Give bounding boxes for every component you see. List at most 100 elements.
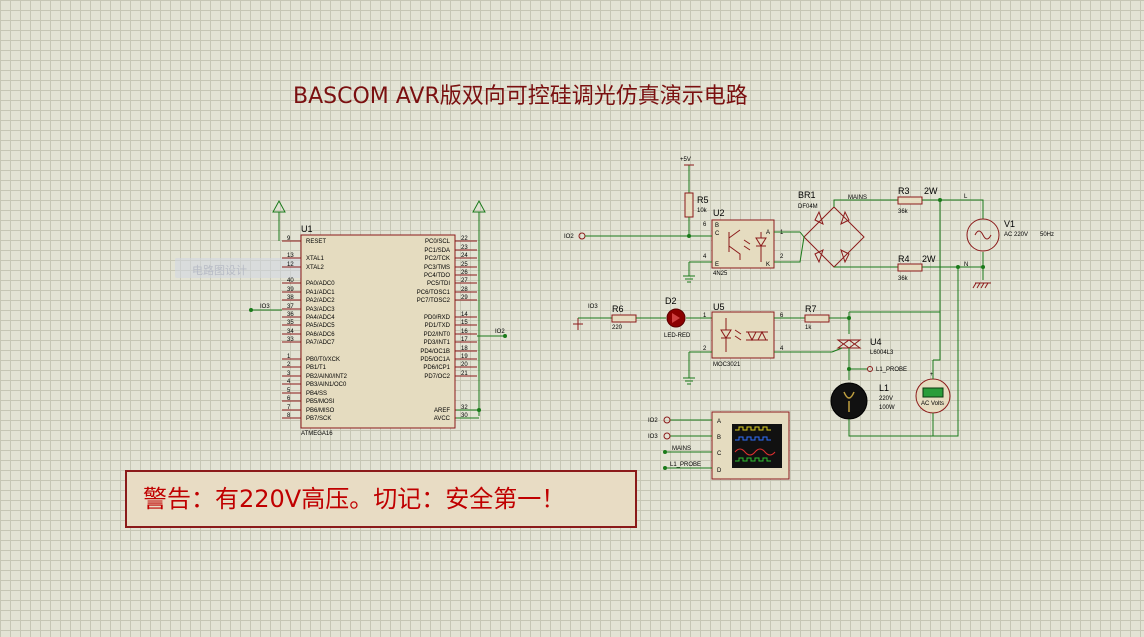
- u1-pin-label: PA6/ADC6: [306, 332, 335, 338]
- r5-resistor[interactable]: R5 10k: [684, 192, 709, 236]
- svg-text:B: B: [715, 223, 719, 229]
- svg-text:36k: 36k: [898, 209, 909, 215]
- svg-text:L: L: [964, 194, 968, 200]
- u1-pin-number: 24: [461, 253, 468, 259]
- u4-triac[interactable]: U4 L6004L3 L1_PROBE: [831, 200, 941, 380]
- power-arrow-icon: [472, 199, 486, 213]
- svg-text:+: +: [930, 372, 934, 378]
- u1-pin-number: 39: [287, 287, 294, 293]
- u1-pin-label: PC2/TCK: [425, 256, 450, 262]
- u1-pin-number: 17: [461, 337, 468, 343]
- u1-pin-number: 18: [461, 346, 468, 352]
- r7-resistor[interactable]: R7 1k: [804, 304, 851, 334]
- u2-optocoupler[interactable]: U2 4N25 B C E A K 6 4 1 2: [683, 208, 800, 283]
- u1-pin-label: PC6/TOSC1: [417, 290, 451, 296]
- u1-pin-label: PC3/TMS: [424, 265, 450, 271]
- u1-pin-number: 15: [461, 320, 468, 326]
- u1-pin-number: 3: [287, 371, 291, 377]
- u1-pin-label: PC7/TOSC2: [417, 298, 451, 304]
- u1-pin-label: PB5/MOSI: [306, 399, 335, 405]
- u1-ref: U1: [301, 224, 313, 234]
- u1-pin-label: PB4/SS: [306, 391, 327, 397]
- svg-text:2W: 2W: [922, 254, 936, 264]
- svg-text:R4: R4: [898, 254, 910, 264]
- power-arrow-icon: [272, 199, 286, 213]
- u1-pin-number: 21: [461, 371, 468, 377]
- svg-text:A: A: [717, 419, 721, 425]
- svg-text:AC Volts: AC Volts: [921, 401, 944, 407]
- u1-pin-label: PC0/SCL: [425, 239, 451, 245]
- u1-pin-label: PB2/AIN0/INT2: [306, 374, 348, 380]
- io2-terminal[interactable]: IO2: [564, 232, 702, 240]
- u1-pin-number: 2: [287, 362, 291, 368]
- oscilloscope[interactable]: A B C D IO2 IO3 MAINS L1_PROBE: [648, 411, 790, 480]
- u1-body[interactable]: [300, 234, 456, 429]
- svg-text:L1_PROBE: L1_PROBE: [876, 367, 907, 373]
- svg-text:V1: V1: [1004, 219, 1015, 229]
- u1-pin-number: 13: [287, 253, 294, 259]
- svg-text:D: D: [717, 468, 722, 474]
- svg-text:R3: R3: [898, 186, 910, 196]
- u1-pin-number: 26: [461, 270, 468, 276]
- svg-text:IO3: IO3: [648, 434, 658, 440]
- l1-lamp[interactable]: L1 220V 100W: [830, 267, 959, 437]
- svg-text:+5V: +5V: [680, 157, 691, 163]
- u1-pin-label: AREF: [434, 408, 450, 414]
- svg-text:DF04M: DF04M: [798, 204, 818, 210]
- u1-pin-label: PD4/OC1B: [420, 349, 450, 355]
- u1-pin-number: 36: [287, 312, 294, 318]
- u1-pin-number: 34: [287, 329, 294, 335]
- u1-pin-number: 28: [461, 287, 468, 293]
- ac-voltmeter[interactable]: AC Volts +: [915, 312, 951, 436]
- u1-pin-number: 32: [461, 405, 468, 411]
- u1-pin-label: PD6/ICP1: [423, 365, 450, 371]
- u1-pin-label: PD2/INT0: [424, 332, 451, 338]
- svg-text:U5: U5: [713, 302, 725, 312]
- svg-text:MAINS: MAINS: [672, 446, 691, 452]
- r3-resistor[interactable]: R3 2W 36k: [897, 186, 984, 219]
- u1-pin-label: PD7/OC2: [424, 374, 450, 380]
- u5-moc3021[interactable]: U5 MOC3021 1 2 6 4: [683, 302, 832, 385]
- u1-pin-label: XTAL1: [306, 256, 325, 262]
- io3-terminal[interactable]: IO3: [573, 304, 612, 330]
- u1-pin-number: 9: [287, 236, 291, 242]
- u1-pin-label: PB0/T0/XCK: [306, 357, 340, 363]
- u1-pin-label: PD0/RXD: [424, 315, 451, 321]
- svg-text:100W: 100W: [879, 405, 895, 411]
- svg-text:10k: 10k: [697, 208, 708, 214]
- u1-pin-label: PA5/ADC5: [306, 323, 335, 329]
- svg-text:1k: 1k: [805, 325, 812, 331]
- u1-pin-label: PB1/T1: [306, 365, 327, 371]
- u1-wiring: IO3 IO2: [249, 199, 507, 419]
- u1-pin-label: PB7/SCK: [306, 416, 331, 422]
- svg-text:4N25: 4N25: [713, 271, 728, 277]
- u1-right-pins: 22PC0/SCL23PC1/SDA24PC2/TCK25PC3/TMS26PC…: [417, 236, 477, 422]
- v1-ac-source[interactable]: V1 AC 220V 50Hz L N: [964, 194, 1054, 289]
- ground-icon: [683, 275, 695, 283]
- d2-led[interactable]: D2 LED-RED: [664, 296, 712, 339]
- svg-text:36k: 36k: [898, 276, 909, 282]
- svg-text:2W: 2W: [924, 186, 938, 196]
- u1-pin-label: PA2/ADC2: [306, 298, 335, 304]
- svg-text:R6: R6: [612, 304, 624, 314]
- svg-text:IO3: IO3: [588, 304, 598, 310]
- svg-text:L1: L1: [879, 383, 889, 393]
- svg-text:6: 6: [703, 222, 707, 228]
- u1-pin-number: 22: [461, 236, 468, 242]
- svg-text:C: C: [717, 451, 722, 457]
- u1-pin-number: 38: [287, 295, 294, 301]
- u1-pin-label: PA7/ADC7: [306, 340, 335, 346]
- u1-pin-number: 37: [287, 304, 294, 310]
- u1-pin-label: PC1/SDA: [424, 248, 450, 254]
- r6-resistor[interactable]: R6 220: [611, 304, 666, 331]
- u1-pin-label: PC5/TDI: [427, 281, 450, 287]
- svg-text:N: N: [964, 262, 968, 268]
- plus5v-terminal: +5V: [680, 157, 694, 193]
- br1-bridge-rectifier[interactable]: BR1 DF04M MAINS: [782, 190, 898, 268]
- svg-text:220: 220: [612, 325, 623, 331]
- schematic-title: BASCOM AVR版双向可控硅调光仿真演示电路: [293, 84, 748, 109]
- probe-icon: [573, 318, 583, 330]
